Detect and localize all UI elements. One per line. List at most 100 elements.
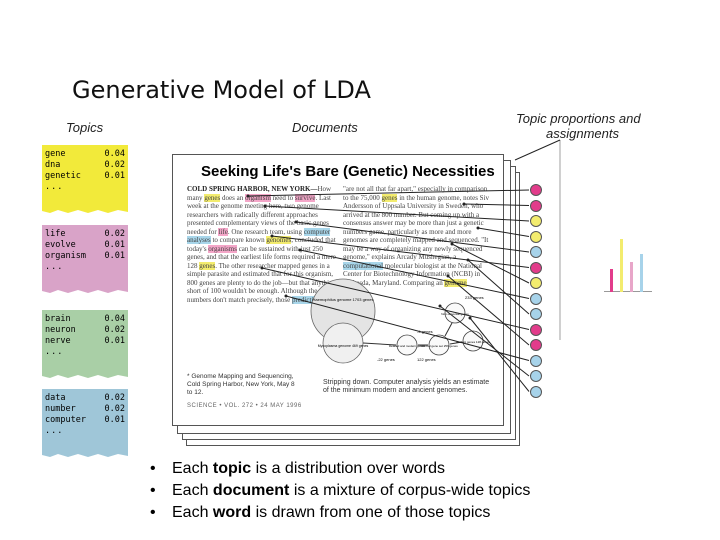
assignment-line bbox=[463, 203, 530, 206]
slide-title: Generative Model of LDA bbox=[72, 76, 371, 104]
document-text: . The other researcher mapped genes in a… bbox=[187, 261, 337, 304]
bullet-item: •Each word is drawn from one of those to… bbox=[150, 502, 530, 524]
node2-label: Minimal gene set 256 genes bbox=[420, 344, 458, 348]
document-text: How many bbox=[187, 185, 332, 202]
assignment-line bbox=[439, 305, 530, 377]
assignment-line bbox=[477, 227, 530, 237]
bullet-text: is drawn from one of those topics bbox=[251, 504, 491, 521]
topic-assignment-circle bbox=[530, 277, 542, 289]
assignment-line-end bbox=[446, 274, 450, 278]
assignment-line-end bbox=[468, 316, 472, 320]
assignment-line bbox=[285, 295, 530, 361]
assignment-line-end bbox=[462, 202, 466, 206]
assignment-line-end bbox=[294, 220, 298, 224]
topic-word-row: computer 0.01 bbox=[45, 415, 125, 426]
document-text: need to bbox=[270, 193, 295, 202]
topic-word: computer bbox=[45, 415, 86, 425]
assignment-line bbox=[469, 317, 530, 392]
topic-word-probability: 0.01 bbox=[104, 171, 125, 181]
document-text: , concluded that today's bbox=[187, 236, 336, 253]
node1-label: Related and modern genes bbox=[389, 344, 426, 348]
topic-card-torn-edge bbox=[42, 208, 128, 213]
topic-card-torn-edge bbox=[42, 452, 128, 457]
topic-assignment-circle bbox=[530, 215, 542, 227]
highlighted-word: computational bbox=[343, 261, 384, 270]
topic-more: ... bbox=[45, 262, 64, 272]
proportions-arrow bbox=[514, 139, 561, 161]
figure-node-1 bbox=[396, 334, 418, 356]
topic-word-probability: 0.02 bbox=[104, 404, 125, 414]
topic-assignment-circle bbox=[530, 339, 542, 351]
topic-assignment-circle bbox=[530, 323, 542, 336]
assignment-line-end bbox=[450, 242, 454, 246]
topic-word-row: dna 0.02 bbox=[45, 160, 125, 171]
document-text: . Last week at the genome meeting here, … bbox=[187, 193, 331, 236]
document-text: does an bbox=[220, 193, 245, 202]
node4-label: Non-universal genes bbox=[441, 312, 469, 316]
summary-bullets: •Each topic is a distribution over words… bbox=[150, 458, 530, 524]
bullet-text: Each bbox=[172, 460, 213, 477]
bullet-text: Each bbox=[172, 482, 213, 499]
assignment-line bbox=[299, 249, 530, 299]
bullet-glyph: • bbox=[150, 504, 156, 521]
topic-assignment-circle bbox=[530, 246, 542, 258]
highlighted-word: genes bbox=[381, 193, 398, 202]
highlighted-word: organisms bbox=[208, 244, 237, 253]
topic-word-probability: 0.01 bbox=[104, 415, 125, 425]
topic-more: ... bbox=[45, 426, 64, 436]
topic-assignment-circle bbox=[530, 261, 542, 274]
topic-assignment-circle bbox=[530, 354, 542, 367]
bullet-text: Each bbox=[172, 504, 213, 521]
assignment-line-end bbox=[260, 266, 264, 270]
topic-proportion-bar bbox=[610, 269, 613, 292]
assignment-line-end bbox=[284, 294, 288, 298]
topics-header: Topics bbox=[66, 120, 104, 135]
assignment-line bbox=[467, 259, 530, 315]
document-text: COLD SPRING HARBOR, NEW YORK— bbox=[187, 185, 318, 193]
highlighted-word: life bbox=[218, 227, 228, 236]
fig-label-c: 122 genes bbox=[417, 357, 436, 362]
bullet-text: is a distribution over words bbox=[251, 460, 445, 477]
assignment-line-end bbox=[263, 204, 267, 208]
highlighted-word: predictions bbox=[292, 295, 324, 304]
document-title: Seeking Life's Bare (Genetic) Necessitie… bbox=[201, 163, 495, 180]
topic-card-torn-edge bbox=[42, 288, 128, 293]
figure-arrow-1 bbox=[362, 342, 397, 346]
highlighted-word: genes bbox=[204, 193, 221, 202]
topic-word: evolve bbox=[45, 240, 76, 250]
assignment-line-end bbox=[466, 258, 470, 262]
document-text: can be sustained with just 250 genes, an… bbox=[187, 244, 336, 270]
topic-word-probability: 0.02 bbox=[104, 229, 125, 239]
histogram-baseline bbox=[604, 291, 652, 292]
figure-caption-text: Stripping down. Computer analysis yields… bbox=[323, 379, 490, 394]
topic-proportion-bar bbox=[640, 254, 643, 292]
topic-word: life bbox=[45, 229, 66, 239]
document-caption: * Genome Mapping and Sequencing, Cold Sp… bbox=[187, 373, 295, 396]
topic-word: dna bbox=[45, 160, 61, 170]
proportions-header: Topic proportions and assignments bbox=[516, 111, 641, 141]
topic-word-probability: 0.02 bbox=[104, 393, 125, 403]
topic-more: ... bbox=[45, 182, 64, 192]
document-text: "are not all that far apart," especially… bbox=[343, 185, 488, 202]
documents-header: Documents bbox=[292, 120, 358, 135]
topic-assignment-circle bbox=[530, 308, 542, 320]
bullet-text: is a mixture of corpus-wide topics bbox=[289, 482, 531, 499]
topic-word: gene bbox=[45, 149, 66, 159]
highlighted-word: survive bbox=[294, 193, 316, 202]
topic-word: nerve bbox=[45, 336, 71, 346]
figure-caption: Stripping down. Computer analysis yields… bbox=[323, 379, 493, 395]
topic-word-probability: 0.01 bbox=[104, 336, 125, 346]
figure-node-2 bbox=[428, 334, 450, 356]
assignment-line bbox=[295, 221, 530, 253]
topic-assignment-circle bbox=[530, 385, 542, 398]
topic-word-probability: 0.02 bbox=[104, 160, 125, 170]
topic-word-row: life 0.02 bbox=[45, 229, 125, 240]
